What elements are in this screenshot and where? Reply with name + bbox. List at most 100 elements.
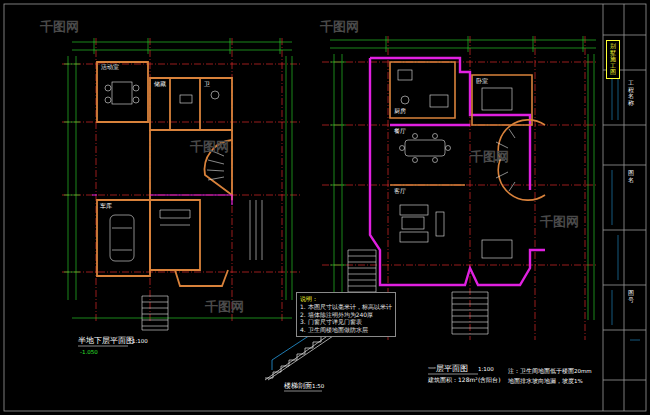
axis-lines xyxy=(322,125,598,126)
sheet-frame xyxy=(603,330,646,331)
furniture xyxy=(401,96,409,104)
sheet-frame xyxy=(624,4,625,411)
note-box: 说明：1. 本图尺寸以毫米计，标高以米计2. 墙体除注明外均为240厚3. 门窗… xyxy=(296,292,396,337)
note-line: 3. 门窗尺寸详见门窗表 xyxy=(300,318,392,326)
wall-lines xyxy=(370,58,545,285)
furniture xyxy=(110,215,134,261)
wall-lines xyxy=(150,130,232,200)
furniture xyxy=(405,140,445,156)
axis-lines xyxy=(62,36,598,340)
wall-lines xyxy=(97,200,150,276)
room-name: 客厅 xyxy=(393,188,407,195)
stair-lines xyxy=(142,200,262,330)
furniture xyxy=(112,82,132,104)
dimension-lines xyxy=(594,54,595,320)
furniture xyxy=(398,70,412,80)
dimension-lines xyxy=(330,40,596,41)
wall-lines xyxy=(97,62,148,122)
title-underlines xyxy=(78,346,478,391)
title-block-lines xyxy=(612,170,613,225)
room-name: 储藏 xyxy=(153,81,167,88)
dimension-lines xyxy=(342,54,343,320)
dimension-lines xyxy=(76,56,77,300)
dimension-lines xyxy=(68,56,69,300)
title-underlines xyxy=(284,391,322,392)
furniture xyxy=(207,150,224,180)
title-block-lines xyxy=(618,235,619,280)
wall-lines xyxy=(472,75,532,125)
dimension-lines xyxy=(94,36,583,54)
title-block-text: 图名 xyxy=(628,170,634,183)
note-text: -1.050 xyxy=(80,349,98,355)
wall-lines xyxy=(170,78,200,130)
stair-section xyxy=(265,330,335,378)
room-name: 车库 xyxy=(99,203,113,210)
furniture xyxy=(482,240,512,258)
wall-lines xyxy=(370,58,530,190)
dimension-lines xyxy=(72,318,292,319)
title-block-lines xyxy=(612,290,613,325)
sheet-frame xyxy=(603,165,646,166)
furniture xyxy=(446,146,451,151)
dimension-lines xyxy=(286,56,287,300)
title-block-text: 图号 xyxy=(628,290,634,303)
furniture xyxy=(433,134,438,139)
sheet-frame xyxy=(603,4,604,411)
watermark: 千图网 xyxy=(190,140,229,155)
furniture xyxy=(180,95,192,103)
note-line: 2. 墙体除注明外均为240厚 xyxy=(300,311,392,319)
drawing-title: 一层平面图 xyxy=(428,364,468,373)
note-line: 说明： xyxy=(300,295,392,303)
watermark: 千图网 xyxy=(205,300,244,315)
furniture xyxy=(160,210,190,225)
note-line: 4. 卫生间楼地面做防水层 xyxy=(300,326,392,334)
furniture xyxy=(133,97,139,103)
note-text: 1:100 xyxy=(478,366,494,372)
wall-lines xyxy=(390,62,455,118)
title-block-text: 工程名称 xyxy=(628,80,634,106)
wall-lines xyxy=(92,195,232,205)
sheet-frame xyxy=(4,4,646,411)
axis-lines xyxy=(322,185,598,186)
note-text: (含阳台) xyxy=(478,377,501,384)
note-text: 1:100 xyxy=(132,338,148,344)
watermark: 千图网 xyxy=(470,150,509,165)
wall-lines xyxy=(390,184,465,186)
furniture xyxy=(433,158,438,163)
dimension-lines xyxy=(72,50,292,51)
note-line: 别墅施工图 xyxy=(610,43,616,76)
room-name: 卫 xyxy=(203,81,211,88)
wall-lines xyxy=(150,200,200,270)
axis-lines xyxy=(585,36,586,340)
drawing-title: 楼梯剖面 xyxy=(284,382,312,390)
note-text: 1:50 xyxy=(312,383,324,389)
stair-lines xyxy=(142,296,168,330)
title-block-lines xyxy=(612,75,640,340)
furniture xyxy=(400,232,428,242)
dimension-lines xyxy=(334,54,335,320)
stair-lines xyxy=(348,250,376,298)
furniture xyxy=(105,85,111,91)
watermark: 千图网 xyxy=(320,20,359,35)
wall-lines xyxy=(150,78,232,130)
dimension-lines xyxy=(292,56,293,300)
room-name: 餐厅 xyxy=(393,128,407,135)
axis-lines xyxy=(535,36,536,340)
room-name: 厨房 xyxy=(393,108,407,115)
note-text: 地面排水坡向地漏，坡度1% xyxy=(508,378,583,384)
sheet-frame xyxy=(4,4,646,411)
stair-lines xyxy=(250,200,262,260)
sheet-frame xyxy=(603,125,646,126)
furniture xyxy=(402,217,424,229)
sheet-frame xyxy=(603,35,646,36)
furniture xyxy=(105,97,111,103)
note-text: 建筑面积：128m² xyxy=(428,377,478,384)
title-block-lines xyxy=(618,75,619,120)
wall-lines xyxy=(390,62,545,200)
title-underlines xyxy=(428,374,478,375)
note-text: 注：卫生间地面低于楼面20mm xyxy=(508,368,592,374)
drawing-title: 半地下层平面图 xyxy=(78,336,134,345)
dimension-lines xyxy=(72,42,292,43)
